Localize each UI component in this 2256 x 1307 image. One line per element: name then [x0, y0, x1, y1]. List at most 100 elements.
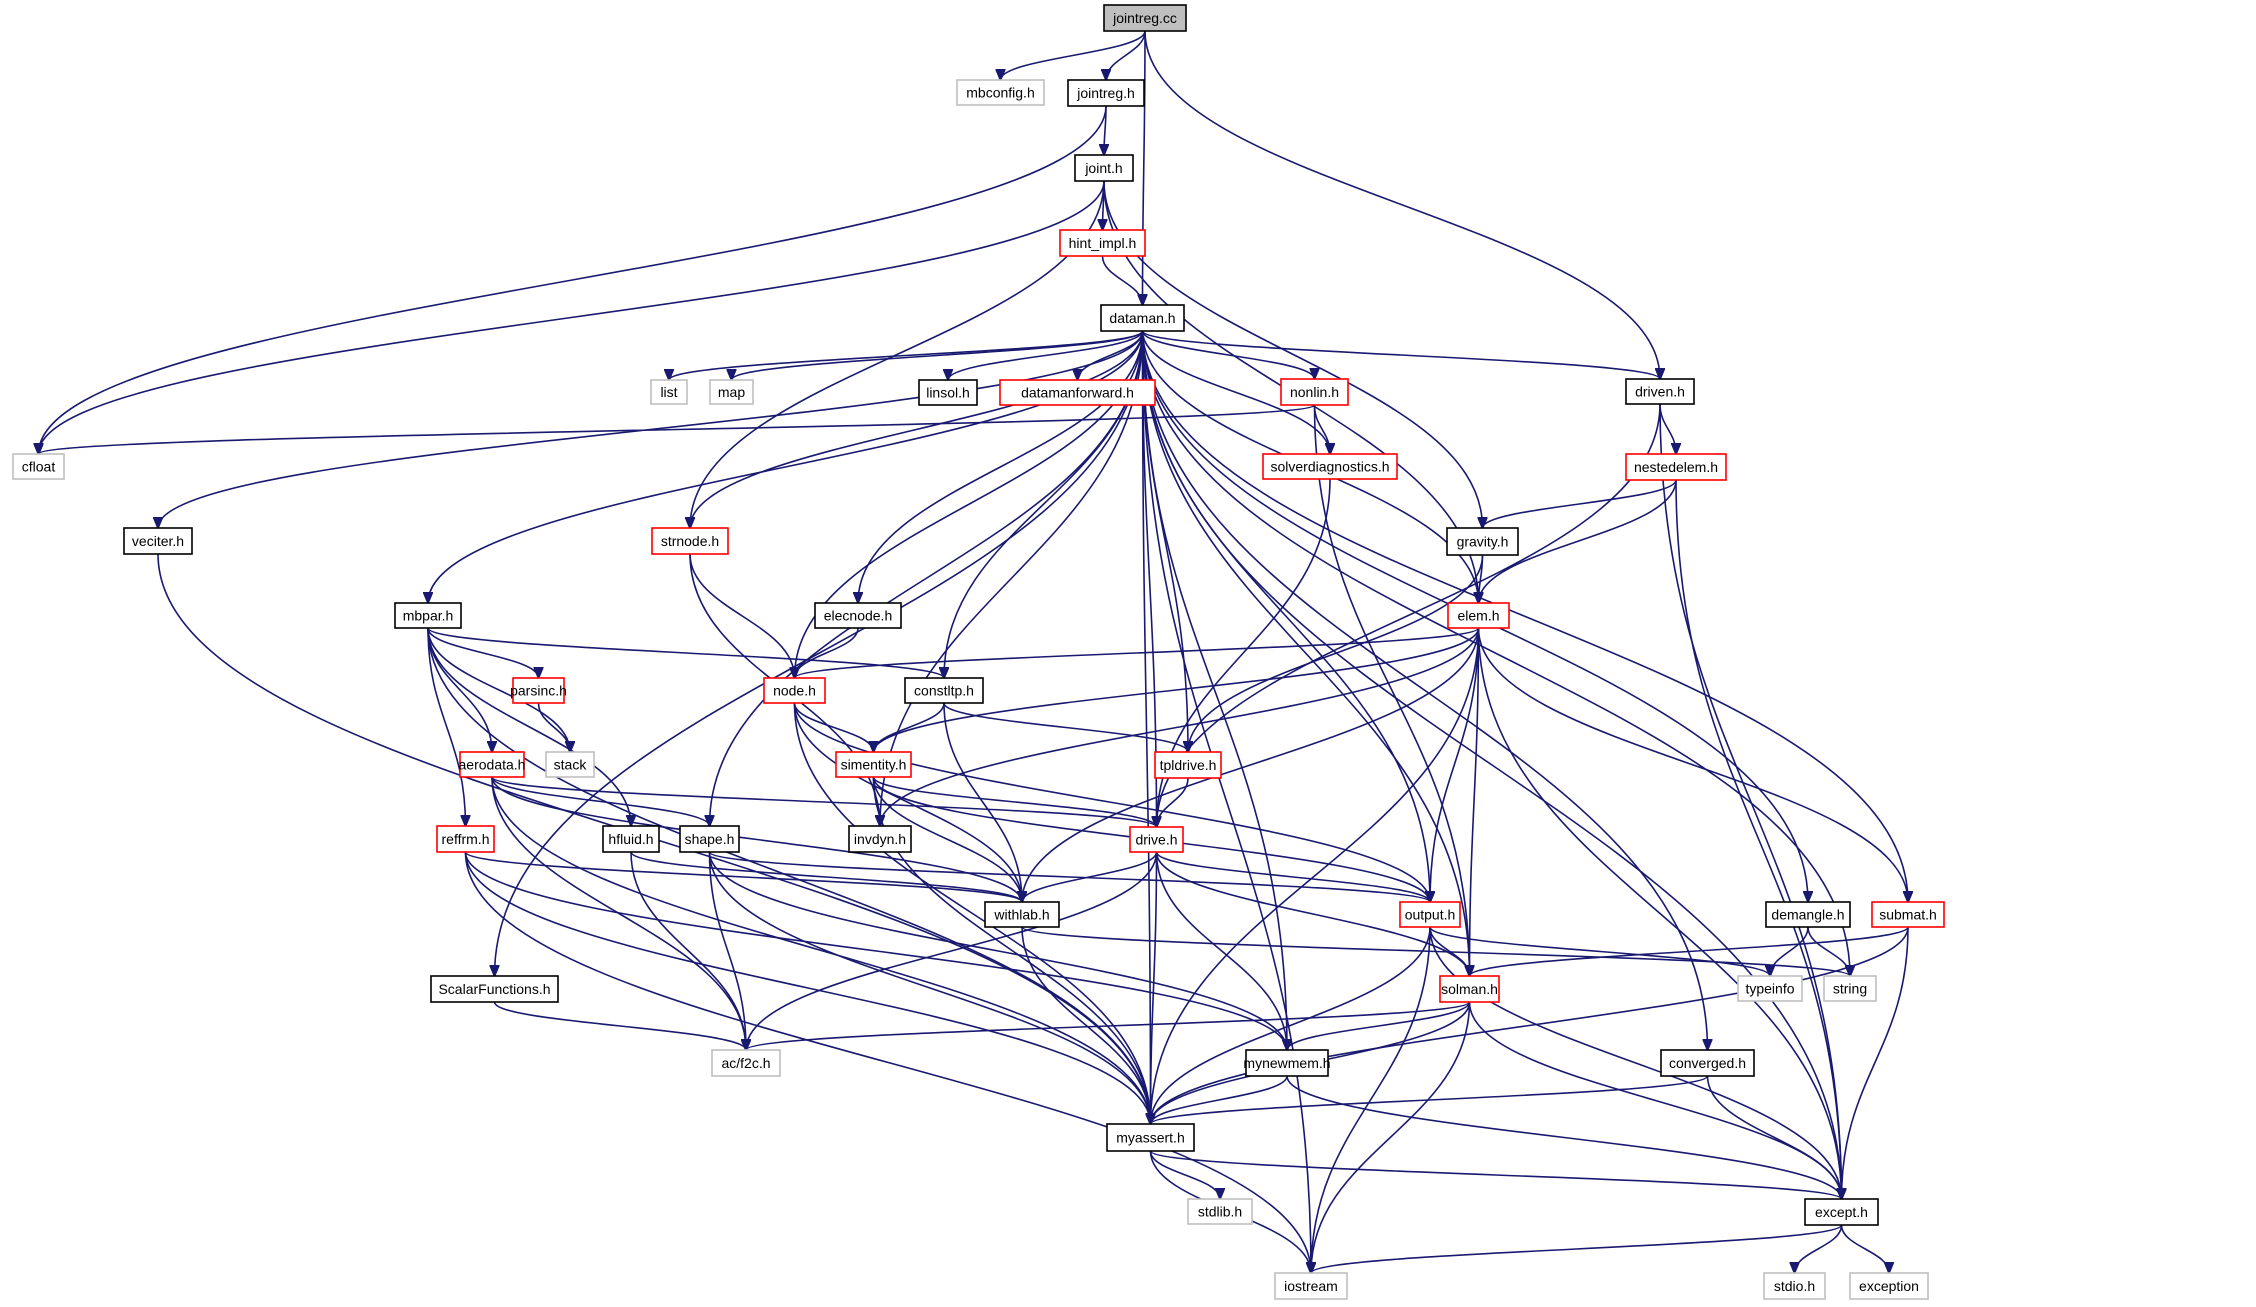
edge-dataman_h-to-solman_h [1141, 330, 1470, 976]
edge-nonlin_h-to-cfloat [39, 404, 1316, 454]
edge-dataman_h-to-mbpar_h [428, 330, 1144, 603]
edge-except_h-to-stdio_h [1795, 1224, 1843, 1273]
edge-hfluid_h-to-withlab_h [630, 851, 1022, 902]
node-invdyn-h[interactable]: invdyn.h [848, 825, 912, 853]
node-box [545, 751, 595, 778]
node-demangle-h[interactable]: demangle.h [1765, 901, 1851, 928]
node-aerodata-h[interactable]: aerodata.h [459, 751, 526, 778]
node-dataman-h[interactable]: dataman.h [1100, 304, 1185, 332]
node-cfloat: cfloat [12, 453, 65, 480]
node-box [12, 453, 65, 480]
node-label: solman.h [1441, 981, 1498, 997]
node-box [1274, 1272, 1348, 1300]
node-shape-h[interactable]: shape.h [679, 825, 740, 853]
node-label: cfloat [22, 459, 56, 475]
node-label: myassert.h [1116, 1130, 1184, 1146]
node-box [1103, 4, 1187, 32]
node-label: demangle.h [1771, 907, 1844, 923]
node-hfluid-h[interactable]: hfluid.h [602, 825, 660, 853]
node-label: stdio.h [1774, 1278, 1815, 1294]
node-mbpar-h[interactable]: mbpar.h [394, 602, 462, 629]
node-jointreg-cc[interactable]: jointreg.cc [1103, 4, 1187, 32]
node-solverdiagnostics-h[interactable]: solverdiagnostics.h [1262, 453, 1398, 480]
edge-hint_impl_h-to-dataman_h [1101, 255, 1143, 305]
edge-layer [39, 30, 1909, 1273]
node-hint-impl-h[interactable]: hint_impl.h [1059, 229, 1146, 257]
node-box [1765, 901, 1851, 928]
node-mynewmem-h[interactable]: mynewmem.h [1243, 1049, 1331, 1077]
edge-mbpar_h-to-myassert_h [427, 627, 1151, 1124]
edge-hfluid_h-to-acf2c_h [630, 851, 746, 1050]
node-box [430, 975, 559, 1003]
node-simentity-h[interactable]: simentity.h [835, 751, 912, 778]
edge-dataman_h-to-elecnode_h [858, 330, 1144, 603]
node-label: typeinfo [1745, 981, 1794, 997]
node-box [602, 825, 660, 853]
node-label: drive.h [1135, 832, 1177, 848]
node-box [1100, 304, 1185, 332]
edge-mbpar_h-to-constltp_h [427, 627, 944, 678]
node-label: output.h [1405, 907, 1456, 923]
node-datamanforward-h[interactable]: datamanforward.h [999, 379, 1156, 406]
node-label: veciter.h [132, 533, 184, 549]
edge-reffrm_h-to-withlab_h [464, 851, 1023, 902]
edge-dataman_h-to-driven_h [1141, 330, 1661, 379]
node-box [1625, 453, 1727, 481]
edge-aerodata_h-to-drive_h [491, 776, 1157, 827]
node-reffrm-h[interactable]: reffrm.h [436, 825, 495, 853]
edge-drive_h-to-output_h [1155, 851, 1431, 902]
node-scalarfunctions-h[interactable]: ScalarFunctions.h [430, 975, 559, 1003]
node-label: exception [1859, 1278, 1919, 1294]
node-parsinc-h[interactable]: parsinc.h [510, 677, 567, 704]
node-label: joint.h [1084, 160, 1122, 176]
node-label: elem.h [1457, 608, 1499, 624]
node-jointreg-h[interactable]: jointreg.h [1067, 79, 1145, 107]
node-linsol-h[interactable]: linsol.h [918, 379, 978, 406]
edge-submat_h-to-except_h [1842, 926, 1909, 1199]
node-converged-h[interactable]: converged.h [1660, 1049, 1755, 1077]
edge-shape_h-to-output_h [708, 851, 1431, 902]
node-tpldrive-h[interactable]: tpldrive.h [1154, 751, 1222, 779]
node-drive-h[interactable]: drive.h [1129, 826, 1184, 853]
edge-aerodata_h-to-myassert_h [491, 776, 1151, 1124]
node-except-h[interactable]: except.h [1804, 1198, 1879, 1226]
edge-elem_h-to-myassert_h [1151, 627, 1480, 1124]
node-gravity-h[interactable]: gravity.h [1446, 527, 1519, 556]
node-label: hfluid.h [608, 831, 653, 847]
node-node-h[interactable]: node.h [763, 677, 826, 704]
node-elecnode-h[interactable]: elecnode.h [814, 602, 902, 629]
node-label: mbconfig.h [966, 85, 1034, 101]
node-box [999, 379, 1156, 406]
node-box [1823, 975, 1877, 1002]
node-driven-h[interactable]: driven.h [1625, 378, 1695, 405]
node-output-h[interactable]: output.h [1399, 901, 1461, 928]
node-map: map [709, 379, 754, 405]
node-myassert-h[interactable]: myassert.h [1106, 1123, 1195, 1152]
node-iostream: iostream [1274, 1272, 1348, 1300]
node-label: node.h [773, 683, 816, 699]
node-label: ScalarFunctions.h [438, 981, 550, 997]
node-box [1074, 154, 1134, 182]
node-strnode-h[interactable]: strnode.h [651, 527, 729, 555]
node-nestedelem-h[interactable]: nestedelem.h [1625, 453, 1727, 481]
node-box [436, 825, 495, 853]
node-elem-h[interactable]: elem.h [1447, 602, 1510, 629]
edge-output_h-to-typeinfo [1429, 926, 1770, 976]
node-joint-h[interactable]: joint.h [1074, 154, 1134, 182]
edge-dataman_h-to-nonlin_h [1141, 330, 1315, 379]
node-veciter-h[interactable]: veciter.h [123, 527, 193, 555]
edge-nonlin_h-to-solman_h [1313, 404, 1470, 976]
edge-myassert_h-to-stdlib_h [1149, 1150, 1221, 1199]
edge-elem_h-to-withlab_h [1022, 627, 1480, 902]
node-nonlin-h[interactable]: nonlin.h [1280, 378, 1349, 406]
node-submat-h[interactable]: submat.h [1871, 901, 1945, 928]
node-solman-h[interactable]: solman.h [1439, 975, 1500, 1003]
node-constltp-h[interactable]: constltp.h [904, 677, 984, 704]
node-withlab-h[interactable]: withlab.h [984, 901, 1060, 928]
node-label: hint_impl.h [1069, 235, 1137, 251]
node-label: nestedelem.h [1634, 459, 1718, 475]
edge-drive_h-to-acf2c_h [746, 851, 1158, 1050]
edge-dataman_h-to-submat_h [1141, 330, 1909, 902]
edge-dataman_h-to-shape_h [710, 330, 1144, 826]
edge-dataman_h-to-except_h [1141, 330, 1842, 1199]
